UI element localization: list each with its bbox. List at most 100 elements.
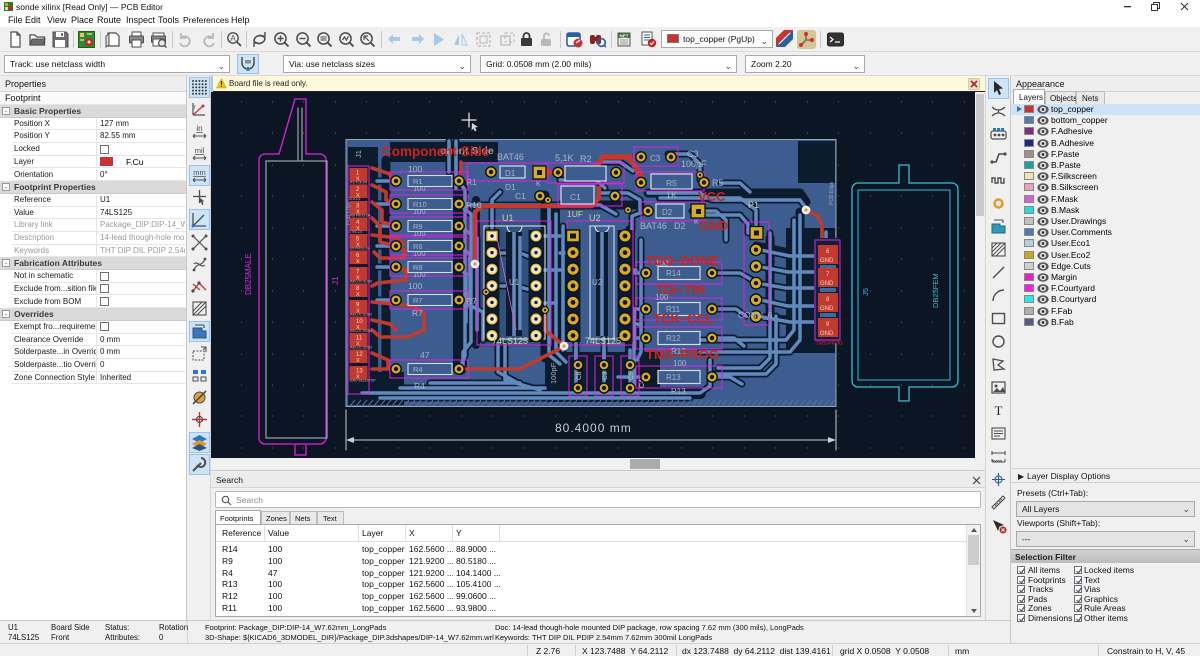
svg-text:Component Side: Component Side <box>382 144 490 159</box>
svg-text:GND: GND <box>820 258 834 264</box>
svg-text:R11: R11 <box>666 305 681 314</box>
svg-text:TMS-PROG: TMS-PROG <box>816 341 843 347</box>
svg-text:J1: J1 <box>354 150 363 158</box>
svg-text:100: 100 <box>413 249 426 258</box>
svg-text:100: 100 <box>655 259 669 268</box>
svg-text:9: 9 <box>826 322 830 328</box>
svg-text:T: T <box>995 403 1003 418</box>
svg-text:R13: R13 <box>671 387 686 396</box>
svg-text:8: 8 <box>826 297 830 303</box>
svg-text:JX2-TCK-D4: JX2-TCK-D4 <box>349 181 367 185</box>
svg-text:D1: D1 <box>505 182 516 192</box>
svg-text:R12: R12 <box>666 334 681 343</box>
svg-text:D2: D2 <box>674 221 686 231</box>
svg-text:JA8-LOC-SUSO: JA8-LOC-SUSO <box>349 280 373 284</box>
svg-text:X: X <box>356 276 360 282</box>
svg-text:100pF: 100pF <box>549 362 558 384</box>
svg-text:R1: R1 <box>466 177 477 187</box>
svg-text:C1: C1 <box>515 191 526 201</box>
svg-text:JSNO-SELECTOP: JSNO-SELECTOP <box>349 379 376 383</box>
svg-text:100: 100 <box>413 229 426 238</box>
svg-text:TDI–TIN: TDI–TIN <box>656 282 705 297</box>
svg-text:X: X <box>356 210 360 216</box>
svg-text:R5: R5 <box>666 178 677 188</box>
svg-text:K: K <box>536 181 541 188</box>
svg-text:U1: U1 <box>502 213 514 223</box>
svg-text:X: X <box>356 325 360 331</box>
svg-text:CONN_6: CONN_6 <box>738 310 773 320</box>
svg-text:R13: R13 <box>666 373 681 382</box>
svg-text:TDO–DONE: TDO–DONE <box>646 253 719 268</box>
svg-text:2: 2 <box>356 187 360 193</box>
svg-text:DB25MALE: DB25MALE <box>244 253 253 295</box>
svg-text:C3: C3 <box>602 371 609 380</box>
svg-text:74LS125: 74LS125 <box>492 336 528 346</box>
svg-text:TMS–PROG: TMS–PROG <box>646 347 719 362</box>
svg-text:PCB Edge: PCB Edge <box>829 181 835 205</box>
svg-text:X: X <box>356 226 360 232</box>
svg-text:U2: U2 <box>589 213 601 223</box>
svg-text:R12: R12 <box>671 347 686 356</box>
svg-text:PCB Edge: PCB Edge <box>346 201 352 225</box>
svg-text:100: 100 <box>408 281 422 291</box>
svg-text:13: 13 <box>356 369 363 375</box>
svg-text:DB25FEM: DB25FEM <box>931 273 940 308</box>
svg-text:100: 100 <box>408 164 422 174</box>
svg-text:GND: GND <box>820 331 834 337</box>
svg-text:onent Side: onent Side <box>440 145 494 157</box>
svg-text:1K: 1K <box>666 190 677 200</box>
svg-text:CLK-D1: CLK-D1 <box>349 197 361 201</box>
svg-text:R7: R7 <box>466 296 477 306</box>
svg-text:100pF: 100pF <box>681 159 707 169</box>
svg-text:R9: R9 <box>413 222 423 231</box>
svg-text:7: 7 <box>826 272 830 278</box>
svg-text:7: 7 <box>356 270 360 276</box>
svg-text:6: 6 <box>826 249 830 255</box>
svg-text:GND: GND <box>820 306 834 312</box>
svg-text:1: 1 <box>356 171 360 177</box>
svg-text:JA8-LDC-SUSO: JA8-LDC-SUSO <box>349 313 373 317</box>
svg-text:!: ! <box>220 80 223 89</box>
svg-text:74LS125: 74LS125 <box>585 336 621 346</box>
svg-text:TCK–CCL: TCK–CCL <box>653 311 714 326</box>
svg-text:80.4000 mm: 80.4000 mm <box>555 421 632 435</box>
svg-text:JA8-LDC-SUSO: JA8-LDC-SUSO <box>349 346 373 350</box>
svg-text:CTRL-D7: CTRL-D7 <box>349 230 363 234</box>
svg-text:C1: C1 <box>570 192 581 202</box>
svg-text:5: 5 <box>356 237 360 243</box>
svg-text:P1: P1 <box>748 200 759 210</box>
svg-text:X: X <box>356 375 360 381</box>
svg-text:8: 8 <box>356 286 360 292</box>
svg-text:12: 12 <box>356 352 363 358</box>
svg-text:JN8-PROG-D4: JN8-PROG-D4 <box>349 214 370 218</box>
svg-text:4: 4 <box>356 220 360 226</box>
svg-text:X: X <box>356 193 360 199</box>
svg-text:R14: R14 <box>666 269 681 278</box>
svg-text:U1: U1 <box>509 278 520 287</box>
svg-text:100: 100 <box>673 359 687 368</box>
svg-text:100: 100 <box>413 184 426 193</box>
svg-text:R10: R10 <box>466 200 482 210</box>
svg-text:J5: J5 <box>861 288 870 296</box>
svg-text:U2: U2 <box>592 278 603 287</box>
svg-text:100: 100 <box>655 293 669 302</box>
svg-text:C8: C8 <box>576 371 583 380</box>
svg-text:C4: C4 <box>639 379 646 388</box>
svg-text:D1: D1 <box>505 169 516 178</box>
svg-text:100: 100 <box>413 270 426 279</box>
svg-text:X: X <box>356 342 360 348</box>
svg-text:C5: C5 <box>628 371 635 380</box>
svg-text:GND: GND <box>820 281 834 287</box>
svg-text:VCC: VCC <box>698 189 726 204</box>
svg-text:C3: C3 <box>687 149 699 159</box>
svg-text:GND: GND <box>699 218 728 233</box>
svg-text:X: X <box>356 259 360 265</box>
svg-text:10: 10 <box>356 319 363 325</box>
svg-text:BAT46: BAT46 <box>497 152 524 162</box>
svg-text:J20-PROG-D4: J20-PROG-D4 <box>349 247 370 251</box>
svg-text:C3: C3 <box>650 154 661 163</box>
svg-text:X: X <box>356 292 360 298</box>
svg-text:11: 11 <box>356 336 363 342</box>
svg-text:R7: R7 <box>413 296 423 305</box>
svg-text:NET: NET <box>620 34 629 39</box>
